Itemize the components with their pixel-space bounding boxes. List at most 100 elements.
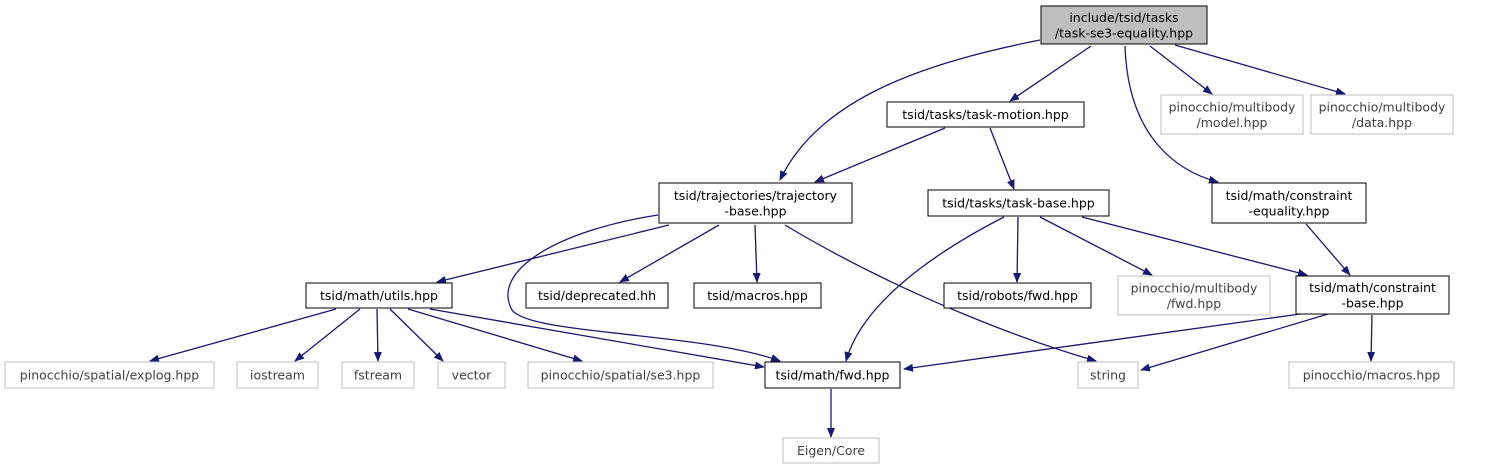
- edge-root-to-traj-base: [779, 39, 1041, 181]
- node-label-constraint-base: -base.hpp: [1341, 295, 1403, 310]
- edge-utils-to-explog: [149, 308, 337, 363]
- edges-layer: [149, 39, 1376, 438]
- node-robots-fwd[interactable]: tsid/robots/fwd.hpp: [943, 282, 1092, 309]
- node-label-fstream: fstream: [354, 368, 402, 383]
- edge-traj-base-to-math-fwd: [507, 214, 781, 362]
- edge-root-to-task-motion: [1009, 45, 1092, 102]
- node-vector: vector: [437, 361, 506, 389]
- node-traj-base[interactable]: tsid/trajectories/trajectory-base.hpp: [658, 182, 853, 224]
- node-pin-model: pinocchio/multibody/model.hpp: [1160, 94, 1304, 135]
- node-label-pin-model: /model.hpp: [1197, 115, 1268, 130]
- node-pin-fwd: pinocchio/multibody/fwd.hpp: [1117, 275, 1271, 316]
- node-fstream: fstream: [341, 361, 415, 389]
- node-string: string: [1077, 361, 1139, 389]
- node-box-constraint-eq: [1211, 182, 1367, 224]
- edge-traj-base-to-macros: [752, 224, 761, 283]
- node-box-se3: [527, 361, 714, 389]
- node-box-fstream: [341, 361, 415, 389]
- node-constraint-base[interactable]: tsid/math/constraint-base.hpp: [1295, 275, 1450, 315]
- node-task-base[interactable]: tsid/tasks/task-base.hpp: [927, 189, 1110, 217]
- node-box-task-base: [927, 189, 1110, 217]
- node-label-utils: tsid/math/utils.hpp: [320, 288, 438, 303]
- edge-constraint-base-to-math-fwd: [903, 313, 1301, 372]
- edge-constraint-base-to-pin-macros: [1367, 314, 1376, 362]
- node-utils[interactable]: tsid/math/utils.hpp: [305, 282, 453, 309]
- node-label-pin-fwd: /fwd.hpp: [1167, 296, 1221, 311]
- node-task-motion[interactable]: tsid/tasks/task-motion.hpp: [886, 101, 1085, 128]
- edge-task-base-to-robots-fwd: [1013, 216, 1022, 283]
- node-box-robots-fwd: [943, 282, 1092, 309]
- node-box-macros: [693, 282, 822, 309]
- node-box-pin-macros: [1288, 361, 1455, 389]
- node-eigen-core: Eigen/Core: [782, 437, 880, 464]
- node-label-iostream: iostream: [250, 368, 305, 383]
- edge-root-to-constraint-eq: [1124, 45, 1219, 184]
- node-label-pin-data: pinocchio/multibody: [1319, 99, 1446, 114]
- node-label-constraint-eq: tsid/math/constraint: [1226, 188, 1353, 203]
- node-box-iostream: [236, 361, 319, 389]
- edge-task-base-to-pin-fwd: [1039, 216, 1153, 276]
- node-label-pin-model: pinocchio/multibody: [1169, 99, 1296, 114]
- node-box-deprecated: [525, 282, 669, 309]
- node-label-task-base: tsid/tasks/task-base.hpp: [942, 196, 1095, 211]
- node-label-pin-data: /data.hpp: [1352, 115, 1412, 130]
- node-box-root: [1040, 5, 1208, 45]
- node-box-explog: [4, 361, 215, 389]
- node-macros[interactable]: tsid/macros.hpp: [693, 282, 822, 309]
- node-label-explog: pinocchio/spatial/explog.hpp: [20, 368, 199, 383]
- node-box-pin-fwd: [1117, 275, 1271, 316]
- node-label-string: string: [1090, 368, 1126, 383]
- node-root[interactable]: include/tsid/tasks/task-se3-equality.hpp: [1040, 5, 1208, 45]
- edge-utils-to-math-fwd: [429, 308, 765, 370]
- node-label-root: /task-se3-equality.hpp: [1055, 25, 1193, 40]
- node-label-task-motion: tsid/tasks/task-motion.hpp: [902, 107, 1068, 122]
- node-iostream: iostream: [236, 361, 319, 389]
- edge-utils-to-vector: [389, 308, 444, 362]
- nodes-layer: include/tsid/tasks/task-se3-equality.hpp…: [4, 5, 1455, 464]
- node-deprecated[interactable]: tsid/deprecated.hh: [525, 282, 669, 309]
- node-pin-macros: pinocchio/macros.hpp: [1288, 361, 1455, 389]
- edge-utils-to-se3: [407, 308, 583, 363]
- node-box-task-motion: [886, 101, 1085, 128]
- node-label-robots-fwd: tsid/robots/fwd.hpp: [957, 288, 1078, 303]
- node-explog: pinocchio/spatial/explog.hpp: [4, 361, 215, 389]
- edge-root-to-pin-data: [1174, 44, 1346, 96]
- node-label-macros: tsid/macros.hpp: [707, 288, 808, 303]
- node-box-math-fwd: [764, 361, 901, 389]
- edge-task-motion-to-task-base: [989, 127, 1015, 190]
- node-se3: pinocchio/spatial/se3.hpp: [527, 361, 714, 389]
- edge-traj-base-to-deprecated: [619, 224, 720, 283]
- edge-task-base-to-constraint-base: [1081, 216, 1308, 277]
- node-label-deprecated: tsid/deprecated.hh: [538, 288, 656, 303]
- edge-task-motion-to-traj-base: [814, 127, 946, 183]
- node-box-constraint-base: [1295, 275, 1450, 315]
- node-constraint-eq[interactable]: tsid/math/constraint-equality.hpp: [1211, 182, 1367, 224]
- edge-utils-to-fstream: [373, 308, 382, 362]
- node-box-vector: [437, 361, 506, 389]
- node-label-root: include/tsid/tasks: [1069, 10, 1178, 25]
- node-label-se3: pinocchio/spatial/se3.hpp: [541, 368, 701, 383]
- edge-constraint-eq-to-constraint-base: [1305, 223, 1351, 276]
- node-label-constraint-eq: -equality.hpp: [1249, 203, 1330, 218]
- edge-constraint-base-to-string: [1140, 313, 1329, 372]
- edge-utils-to-iostream: [294, 308, 361, 362]
- node-label-vector: vector: [452, 368, 493, 383]
- edge-task-base-to-math-fwd: [844, 216, 1005, 362]
- node-label-pin-macros: pinocchio/macros.hpp: [1303, 368, 1441, 383]
- node-label-traj-base: -base.hpp: [724, 203, 786, 218]
- node-box-pin-data: [1310, 94, 1454, 135]
- edge-root-to-pin-model: [1149, 45, 1213, 95]
- node-box-utils: [305, 282, 453, 309]
- node-pin-data: pinocchio/multibody/data.hpp: [1310, 94, 1454, 135]
- node-label-constraint-base: tsid/math/constraint: [1309, 280, 1436, 295]
- node-label-pin-fwd: pinocchio/multibody: [1131, 280, 1258, 295]
- node-label-math-fwd: tsid/math/fwd.hpp: [775, 368, 889, 383]
- node-label-traj-base: tsid/trajectories/trajectory: [674, 188, 838, 203]
- node-box-pin-model: [1160, 94, 1304, 135]
- node-box-string: [1077, 361, 1139, 389]
- edge-traj-base-to-string: [784, 224, 1097, 363]
- node-math-fwd[interactable]: tsid/math/fwd.hpp: [764, 361, 901, 389]
- edge-traj-base-to-utils: [436, 224, 670, 284]
- node-box-traj-base: [658, 182, 853, 224]
